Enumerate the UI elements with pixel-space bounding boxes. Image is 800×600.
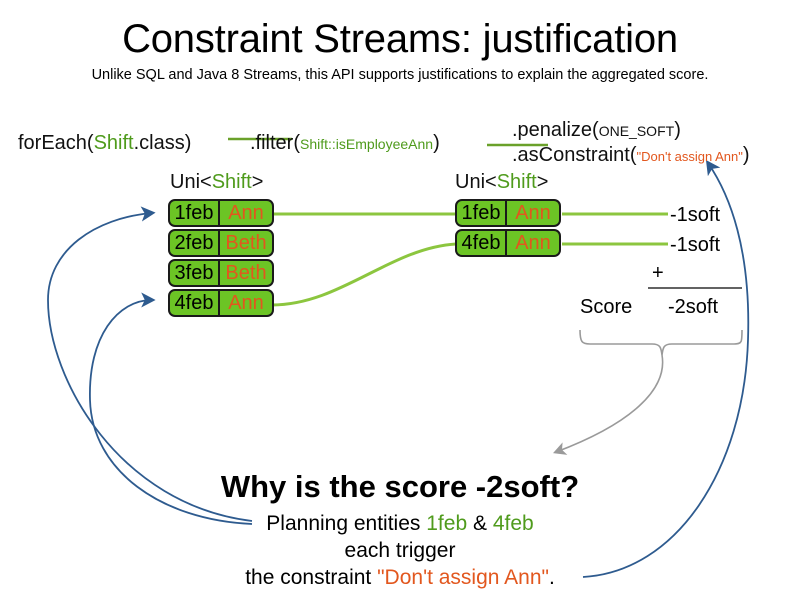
fact-date: 1feb [168, 199, 220, 227]
uni-left-type: Shift [211, 171, 252, 193]
explanation-line3-prefix: the constraint [245, 566, 378, 589]
uni-right-type: Shift [496, 171, 537, 193]
code-penalize-close: ) [674, 119, 681, 141]
code-penalize-arg: ONE_SOFT [598, 123, 675, 139]
explanation-line3-suffix: . [548, 566, 555, 589]
fact-employee: Ann [507, 199, 561, 227]
sum-rule [648, 287, 742, 289]
explanation-entity-1feb: 1feb [426, 512, 468, 535]
fact-employee: Ann [507, 229, 561, 257]
score-label: Score [580, 296, 633, 318]
code-filter-close: ) [433, 132, 440, 154]
code-asconstraint: .asConstraint("Don't assign Ann") [512, 143, 750, 169]
uni-right-prefix: Uni< [455, 171, 497, 193]
fact-date: 1feb [455, 199, 507, 227]
code-asconstraint-close: ) [742, 144, 750, 166]
code-filter-call: .filter( [250, 132, 300, 154]
fact-employee: Beth [220, 229, 274, 257]
code-filter: .filter(Shift::isEmployeeAnn) [250, 131, 440, 157]
fact-employee: Beth [220, 259, 274, 287]
code-foreach: forEach(Shift.class) [18, 131, 191, 156]
fact-date: 4feb [455, 229, 507, 257]
table-row: 2feb Beth [168, 229, 274, 257]
code-penalize: .penalize(ONE_SOFT) [512, 118, 681, 144]
code-penalize-call: .penalize( [512, 119, 599, 141]
page-subtitle: Unlike SQL and Java 8 Streams, this API … [91, 67, 709, 83]
explanation-line-1: Planning entities 1feb & 4feb [0, 510, 800, 537]
score-total: -2soft [668, 296, 719, 318]
table-row: 3feb Beth [168, 259, 274, 287]
code-filter-arg-type: Shift [300, 136, 329, 152]
code-filter-arg-rest: ::isEmployeeAnn [328, 136, 434, 152]
uni-label-right: Uni<Shift> [455, 170, 548, 194]
explanation-constraint-name: "Don't assign Ann" [377, 566, 549, 589]
sum-operator: + [652, 262, 664, 284]
code-asconstraint-arg: "Don't assign Ann" [636, 149, 743, 164]
fact-stack-left: 1feb Ann 2feb Beth 3feb Beth 4feb Ann [168, 199, 274, 319]
fact-stack-right: 1feb Ann 4feb Ann [455, 199, 561, 259]
table-row: 1feb Ann [455, 199, 561, 227]
penalty-value-1: -1soft [670, 204, 721, 226]
code-foreach-type: Shift [93, 132, 134, 154]
stream-wire-4feb [271, 242, 457, 307]
fact-date: 3feb [168, 259, 220, 287]
uni-left-suffix: > [251, 171, 264, 193]
penalty-value-2: -1soft [670, 234, 721, 256]
code-foreach-call: forEach( [18, 132, 94, 154]
fact-date: 2feb [168, 229, 220, 257]
uni-right-suffix: > [536, 171, 549, 193]
table-row: 4feb Ann [455, 229, 561, 257]
table-row: 4feb Ann [168, 289, 274, 317]
code-foreach-rest: .class) [133, 132, 192, 154]
explanation-entity-4feb: 4feb [492, 512, 534, 535]
table-row: 1feb Ann [168, 199, 274, 227]
explanation-line1-amp: & [467, 512, 493, 535]
explanation-line-2: each trigger [344, 539, 456, 562]
explanation-line-3: the constraint "Don't assign Ann". [0, 564, 800, 591]
score-brace [579, 329, 743, 356]
score-explanation-arrow [553, 354, 664, 455]
explanation-line1-prefix: Planning entities [266, 512, 427, 535]
fact-employee: Ann [220, 199, 274, 227]
explanation-body: Planning entities 1feb & 4feb each trigg… [0, 510, 800, 591]
explanation-heading: Why is the score -2soft? [220, 469, 580, 504]
code-asconstraint-call: .asConstraint( [512, 144, 637, 166]
fact-employee: Ann [220, 289, 274, 317]
uni-label-left: Uni<Shift> [170, 170, 263, 194]
page-title: Constraint Streams: justification [122, 17, 678, 61]
uni-left-prefix: Uni< [170, 171, 212, 193]
fact-date: 4feb [168, 289, 220, 317]
